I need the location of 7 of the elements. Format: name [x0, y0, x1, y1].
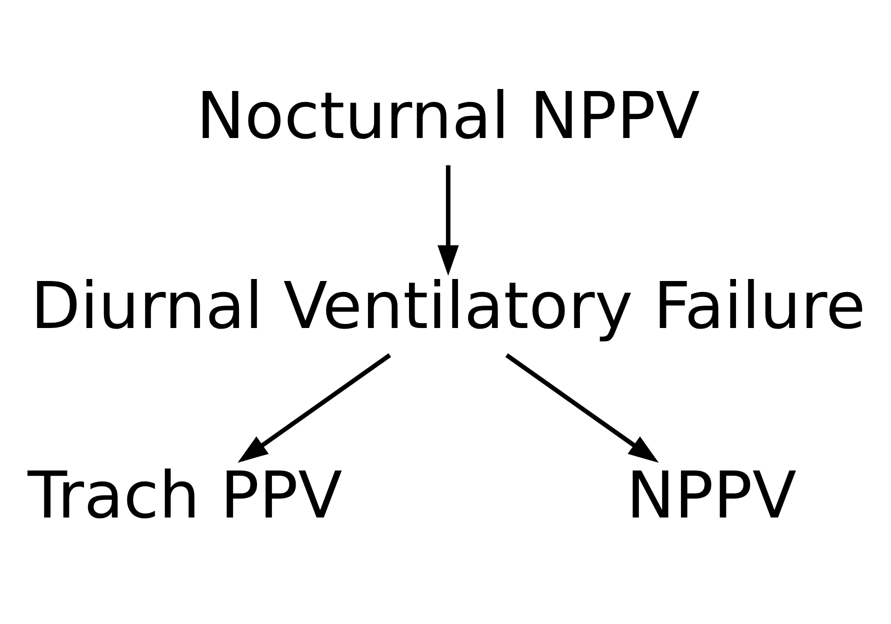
arrow [438, 165, 459, 276]
node-text: Diurnal Ventilatory Failure [30, 268, 866, 344]
node-text: Nocturnal NPPV [196, 78, 700, 154]
node-text: NPPV [626, 458, 797, 534]
arrow [505, 353, 659, 463]
arrow [238, 353, 392, 463]
node-text: Trach PPV [28, 458, 342, 534]
